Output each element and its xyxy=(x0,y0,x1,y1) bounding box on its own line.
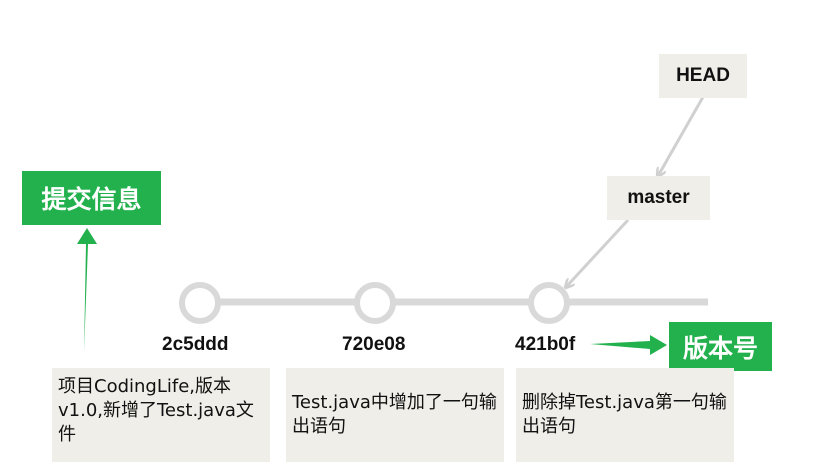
commit-info-label: 提交信息 xyxy=(22,171,161,225)
commit-node-2c5ddd xyxy=(179,282,221,324)
version-id-arrow xyxy=(590,335,667,355)
version-id-label: 版本号 xyxy=(669,322,772,371)
commit-hash-1: 2c5ddd xyxy=(162,334,229,355)
head-label: HEAD xyxy=(659,54,747,98)
commit-node-720e08 xyxy=(354,282,396,324)
master-pointer-arrow xyxy=(566,218,630,287)
commit-hash-3: 421b0f xyxy=(515,334,576,355)
head-pointer-arrow xyxy=(658,96,705,176)
commit-info-arrow xyxy=(77,228,97,352)
commit-message-3: 删除掉Test.java第一句输出语句 xyxy=(516,368,734,462)
commit-hash-2: 720e08 xyxy=(342,334,406,355)
branch-master-label: master xyxy=(607,176,710,220)
commit-message-2: Test.java中增加了一句输出语句 xyxy=(286,368,504,462)
commit-node-421b0f xyxy=(528,282,570,324)
commit-message-1: 项目CodingLife,版本v1.0,新增了Test.java文件 xyxy=(52,368,270,462)
